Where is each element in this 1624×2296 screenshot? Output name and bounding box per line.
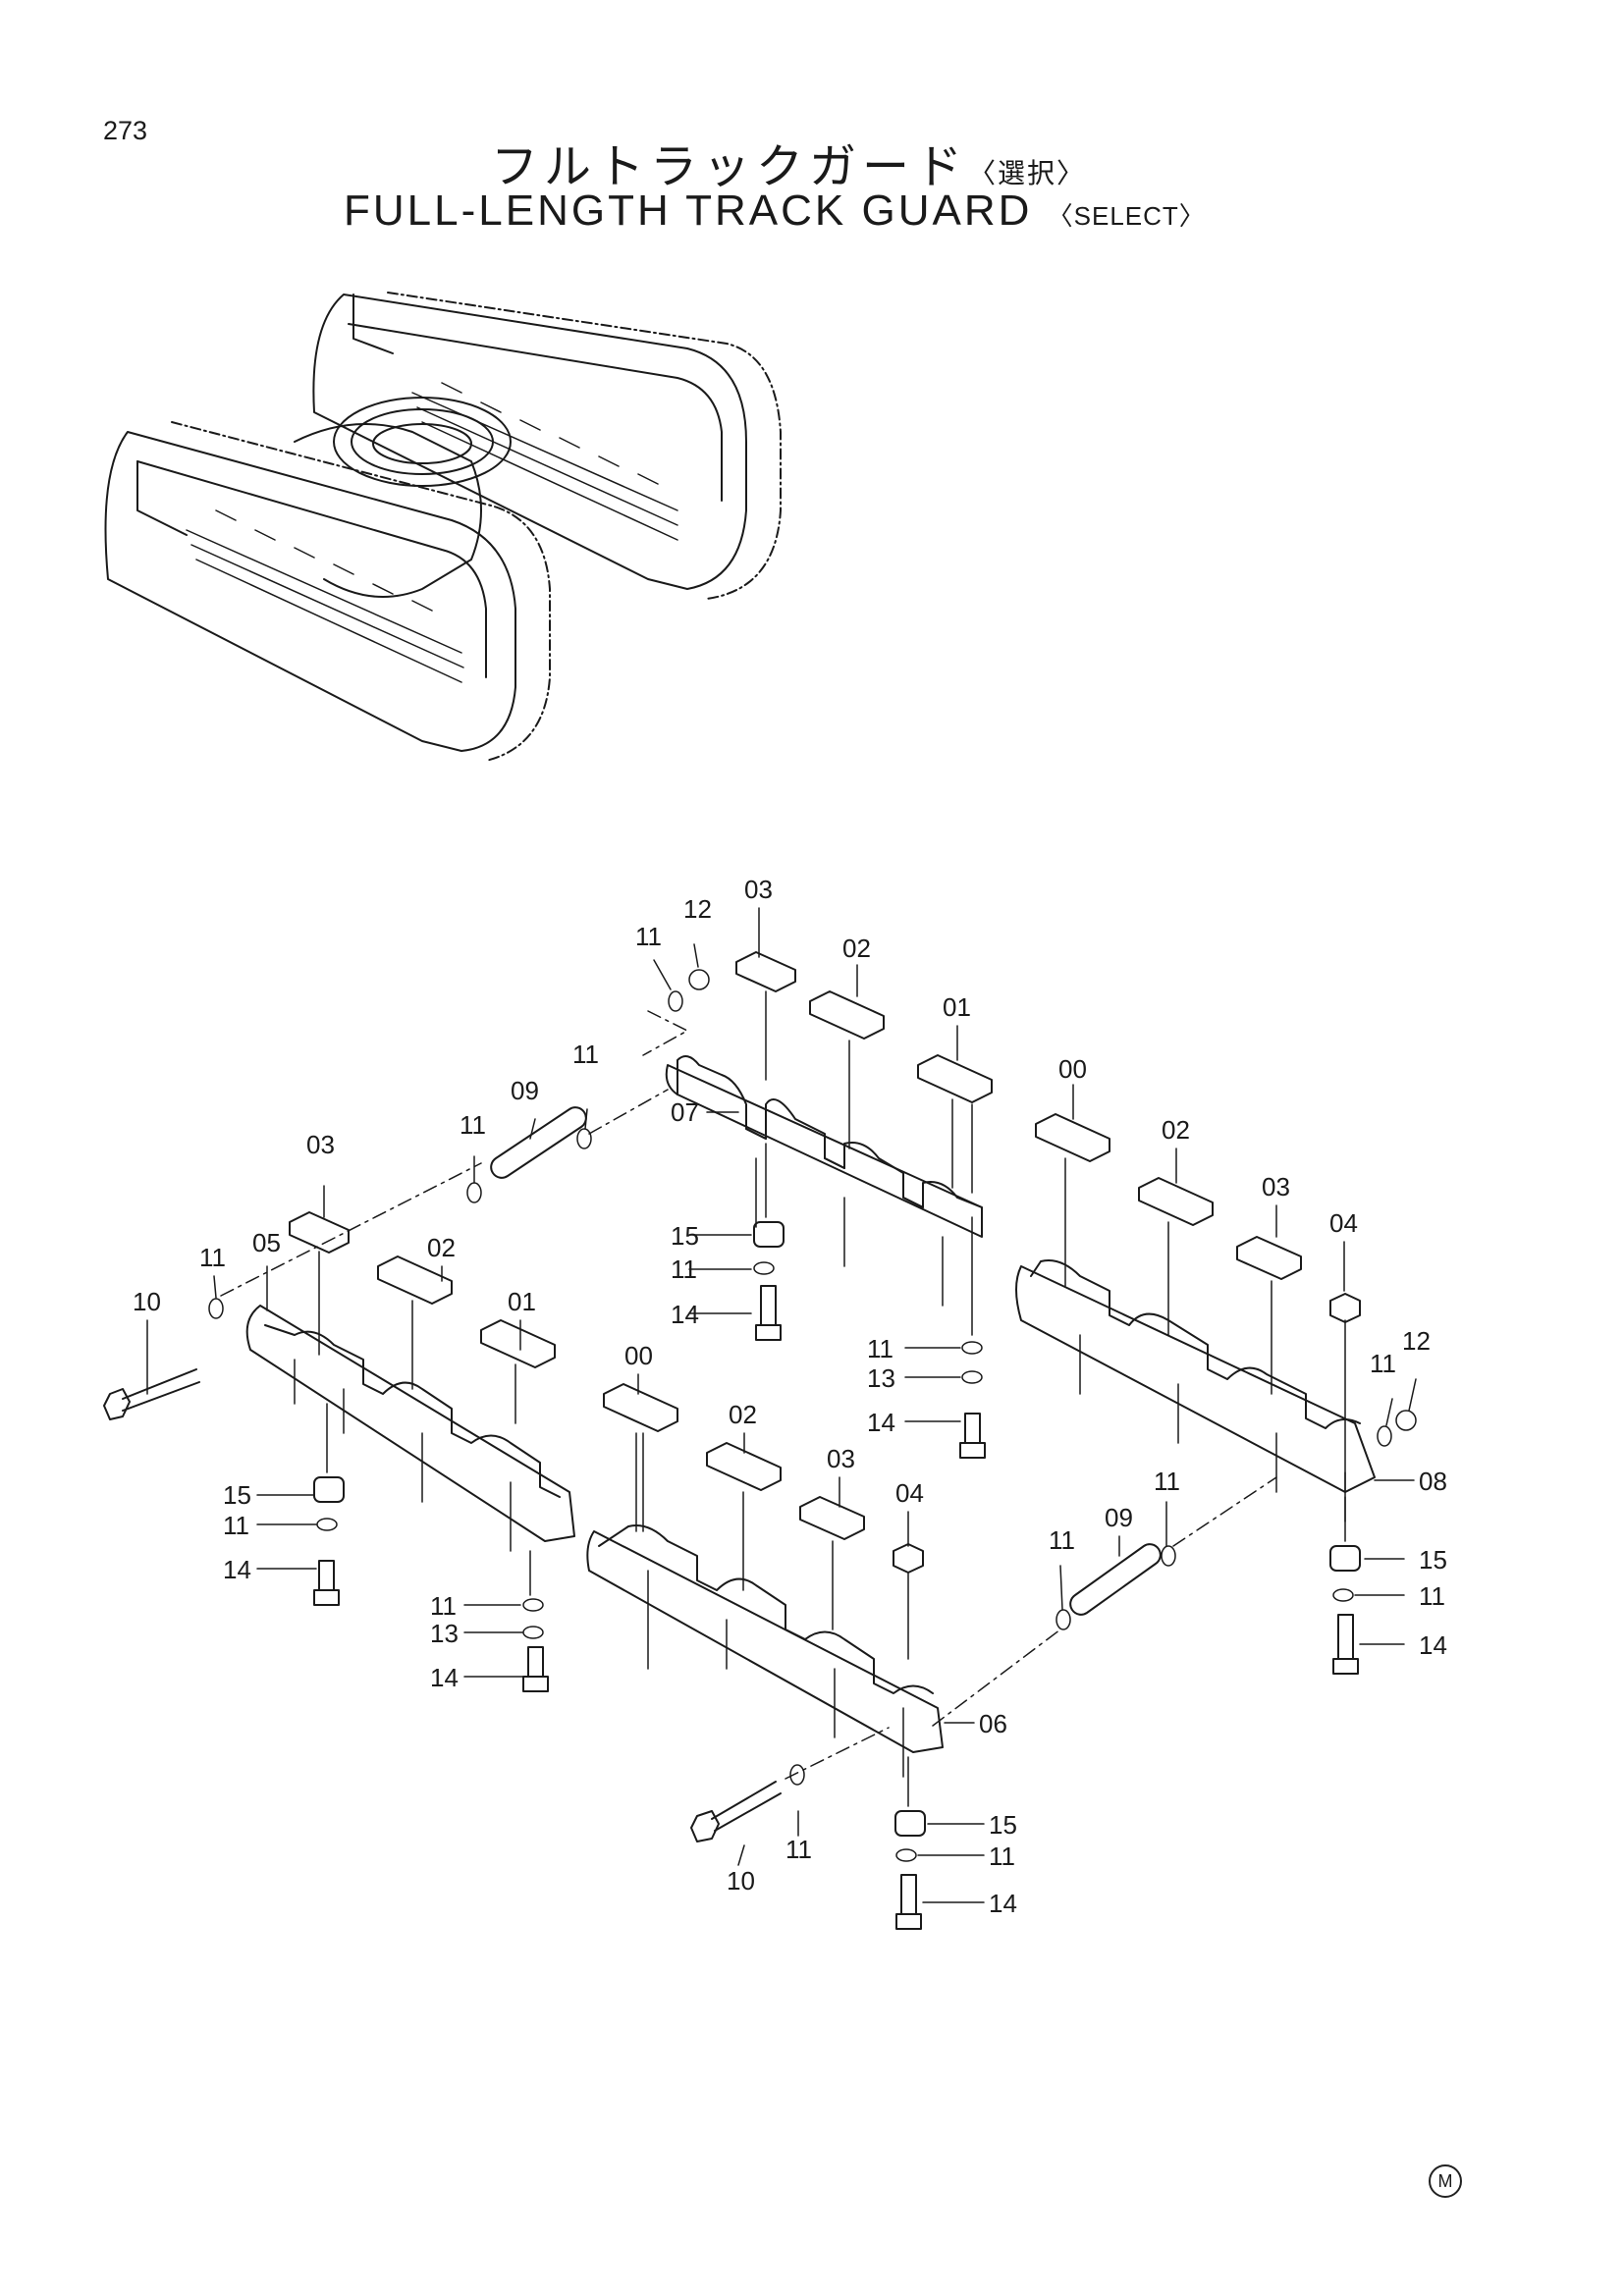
callout-left-11: 11 [199,1243,226,1272]
callout-mid-11: 11 [671,1255,697,1284]
callout-left-14: 14 [223,1555,251,1584]
callout-bottom-10: 10 [727,1866,755,1896]
callout-right-08: 08 [1419,1467,1447,1496]
callout-top-03: 03 [744,875,773,904]
callout-front-02: 02 [729,1400,757,1429]
undercarriage-illustration [104,292,782,762]
callout-mid-13: 13 [867,1363,895,1393]
callout-front-04: 04 [895,1478,924,1508]
title-english: FULL-LENGTH TRACK GUARD 〈SELECT〉 [344,187,1206,236]
callout-mid-11b: 11 [867,1334,893,1363]
callout-top-00: 00 [1058,1054,1087,1084]
rear-guard-07 [665,1055,983,1307]
title-japanese: フルトラックガード〈選択〉 [491,128,1086,196]
callout-top-11c: 11 [460,1110,486,1140]
leader-lines [146,907,1417,1903]
callout-bottom-11b: 11 [989,1842,1015,1871]
callout-left-03: 03 [306,1130,335,1159]
callout-labels: 11 12 03 02 01 00 02 03 04 11 09 11 07 1… [133,875,1447,1918]
callout-top-11b: 11 [572,1040,599,1069]
right-guard-08 [1015,1259,1376,1522]
title-jp-select: 〈選択〉 [968,157,1087,189]
callout-mid-15: 15 [671,1221,699,1251]
callout-right-12: 12 [1402,1326,1431,1356]
callout-left-15: 15 [223,1480,251,1510]
callout-right-11b: 11 [1419,1581,1445,1611]
callout-front-14: 14 [430,1663,459,1692]
title-en-text: FULL-LENGTH TRACK GUARD [344,187,1033,235]
callout-top-01: 01 [943,992,971,1022]
callout-front-06: 06 [979,1709,1007,1738]
fasteners [103,969,1417,1930]
callout-left-05: 05 [252,1228,281,1257]
callout-right-11: 11 [1370,1349,1396,1378]
callout-left-02: 02 [427,1233,456,1262]
callout-top-12: 12 [683,894,712,924]
callout-mid-14: 14 [671,1300,699,1329]
callout-top-07: 07 [671,1097,699,1127]
shim-plates [289,951,1361,1574]
callout-top-02b: 02 [1162,1115,1190,1145]
callout-top-03b: 03 [1262,1172,1290,1201]
callout-front-03: 03 [827,1444,855,1473]
title-en-select: 〈SELECT〉 [1047,201,1206,231]
callout-bottom-11: 11 [785,1835,812,1864]
manufacturer-mark: M [1429,2164,1462,2198]
callout-right-15: 15 [1419,1545,1447,1575]
left-guard-05 [245,1305,575,1552]
front-guard-06 [586,1524,944,1778]
title-jp-text: フルトラックガード [491,139,969,194]
callout-bottom-14: 14 [989,1889,1017,1918]
callout-front-11b: 11 [1049,1525,1075,1555]
callout-left-01: 01 [508,1287,536,1316]
page-number: 273 [103,116,148,145]
callout-front-13: 13 [430,1619,459,1648]
callout-front-11c: 11 [1154,1467,1180,1496]
callout-left-11b: 11 [223,1511,249,1540]
callout-right-14: 14 [1419,1630,1447,1660]
callout-front-11: 11 [430,1591,457,1621]
callout-top-11: 11 [635,922,662,951]
callout-top-09: 09 [511,1076,539,1105]
callout-mid-14b: 14 [867,1408,895,1437]
callout-top-02: 02 [842,934,871,963]
callout-bottom-15: 15 [989,1810,1017,1840]
callout-left-10: 10 [133,1287,161,1316]
callout-front-00: 00 [624,1341,653,1370]
callout-top-04: 04 [1329,1208,1358,1238]
callout-front-09: 09 [1105,1503,1133,1532]
